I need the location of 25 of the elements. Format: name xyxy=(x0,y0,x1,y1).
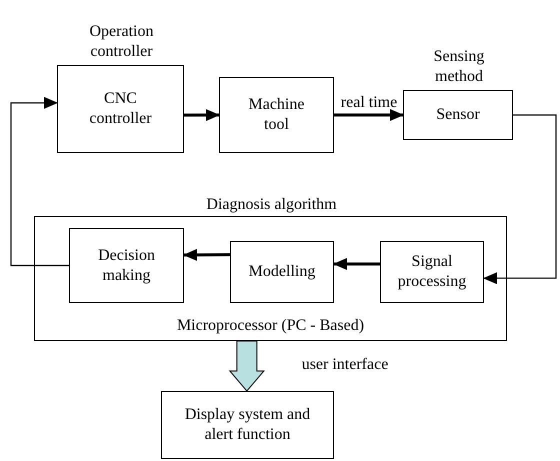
arrow xyxy=(10,96,69,266)
process-box xyxy=(161,391,334,459)
edge-label: user interface xyxy=(300,355,390,375)
arrow xyxy=(333,258,380,270)
node-heading: Sensing method xyxy=(432,47,486,87)
process-box xyxy=(380,241,484,303)
process-box xyxy=(230,241,334,303)
arrow xyxy=(334,109,404,121)
edge-label: real time xyxy=(340,93,398,113)
process-box xyxy=(69,228,184,303)
block-arrow xyxy=(228,340,265,392)
node-label: Machine tool xyxy=(248,95,306,135)
process-box xyxy=(219,77,334,153)
arrow xyxy=(483,114,557,284)
node-label: Microprocessor (PC - Based) xyxy=(176,316,364,336)
node-heading: Diagnosis algorithm xyxy=(205,195,338,215)
node-label: Modelling xyxy=(248,262,316,282)
node-label: CNC controller xyxy=(88,89,153,129)
arrow xyxy=(183,248,230,261)
node-label: Signal processing xyxy=(398,252,466,292)
node-label: Sensor xyxy=(436,105,480,125)
node-label: Display system and alert function xyxy=(184,405,312,445)
arrow xyxy=(184,109,220,122)
node-label: Decision making xyxy=(97,246,156,286)
node-heading: Operation controller xyxy=(88,22,154,62)
